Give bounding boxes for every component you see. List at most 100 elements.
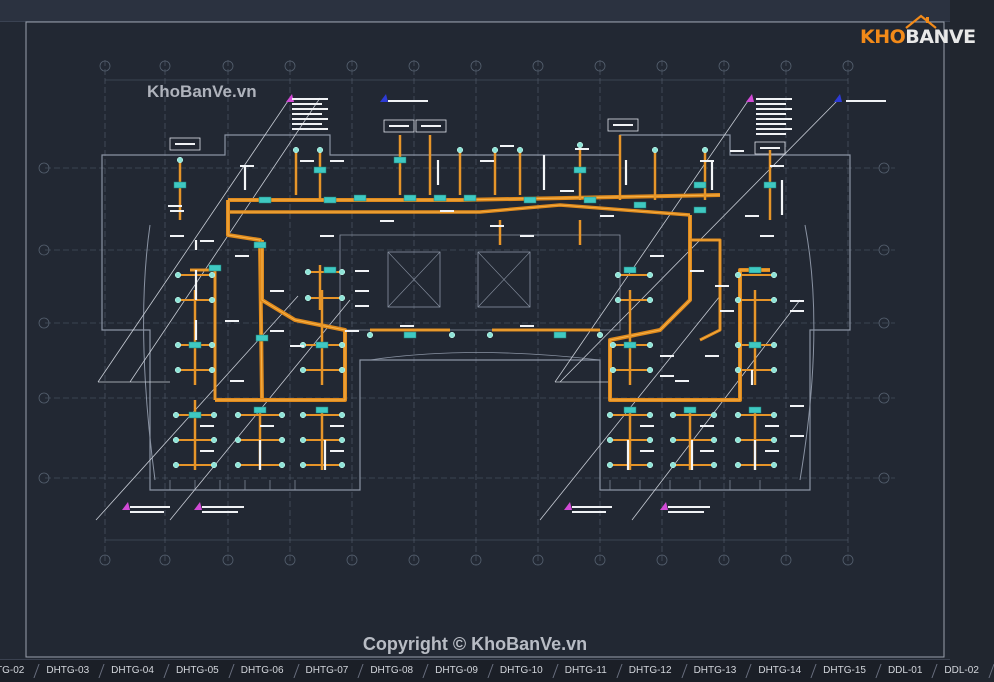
annotation-text-line (292, 103, 322, 105)
annotation-text-line (675, 380, 689, 382)
diffuser (234, 461, 242, 469)
layout-tab[interactable]: DHTG-15 (811, 660, 876, 682)
indoor-unit (433, 194, 447, 202)
section-marker (122, 502, 130, 510)
annotation-text-line (345, 330, 359, 332)
diffuser (770, 341, 778, 349)
lift-shaft (387, 251, 441, 308)
annotation-text-line (790, 310, 804, 312)
diffuser (646, 296, 654, 304)
annotation-text-line (600, 215, 614, 217)
annotation-text-line (355, 270, 369, 272)
annotation-text-line (290, 345, 304, 347)
annotation-text-line (640, 450, 654, 452)
grid-bubble (408, 60, 420, 72)
diffuser (734, 366, 742, 374)
diffuser (646, 271, 654, 279)
indoor-unit (748, 266, 762, 274)
diffuser (210, 436, 218, 444)
annotation-text-line (225, 320, 239, 322)
diffuser (651, 146, 659, 154)
diffuser (669, 411, 677, 419)
diffuser (770, 296, 778, 304)
annotation-text-line (520, 325, 534, 327)
diffuser (734, 341, 742, 349)
annotation-text-line (756, 118, 792, 120)
label-box-text (613, 124, 633, 126)
annotation-text-line (260, 425, 274, 427)
grid-bubble (718, 554, 730, 566)
layout-tab[interactable]: DHTG-03 (34, 660, 99, 682)
indoor-unit (523, 196, 537, 204)
diffuser (646, 436, 654, 444)
annotation-text-line (292, 128, 328, 130)
layout-tab[interactable]: DHTG-05 (164, 660, 229, 682)
indoor-unit (693, 206, 707, 214)
annotation-text-line (200, 425, 214, 427)
annotation-text-line (202, 511, 238, 513)
drawing-frame (25, 21, 945, 658)
curved-facade (143, 224, 156, 481)
indoor-unit (763, 181, 777, 189)
drawing-canvas[interactable]: KhoBanVe.vn KHOBANVE Copyright © KhoBanV… (0, 0, 976, 659)
layout-tab[interactable]: DHTG-06 (229, 660, 294, 682)
indoor-unit (403, 194, 417, 202)
label-box (383, 119, 415, 133)
diffuser (576, 141, 584, 149)
duct-run (690, 238, 722, 342)
duct-centerline (227, 200, 263, 401)
diffuser (278, 411, 286, 419)
layout-tab[interactable]: DHTG-07 (294, 660, 359, 682)
callout-leader (95, 295, 299, 521)
label-box-text (175, 143, 195, 145)
indoor-unit (323, 266, 337, 274)
label-box (169, 137, 201, 151)
layout-tab[interactable]: DHTG-13 (682, 660, 747, 682)
grid-bubble (99, 554, 111, 566)
grid-bubble (532, 60, 544, 72)
diffuser (596, 331, 604, 339)
layout-tab[interactable]: DHTG-12 (617, 660, 682, 682)
indoor-unit (313, 166, 327, 174)
diffuser (234, 436, 242, 444)
layout-tab[interactable]: DDL-01 (876, 660, 932, 682)
house-logo-icon (905, 14, 937, 29)
annotation-text-line (756, 108, 792, 110)
annotation-text-line (355, 290, 369, 292)
annotation-text-line (660, 355, 674, 357)
duct-centerline (215, 240, 346, 401)
layout-tab[interactable]: DHTG-11 (553, 660, 617, 682)
layout-tab[interactable]: DHTG-09 (423, 660, 488, 682)
diffuser (701, 146, 709, 154)
annotation-text-line (300, 160, 314, 162)
annotation-text-line (790, 405, 804, 407)
diffuser (366, 331, 374, 339)
duct-centerline (228, 194, 721, 201)
diffuser (448, 331, 456, 339)
diffuser (174, 341, 182, 349)
indoor-unit (403, 331, 417, 339)
indoor-unit (633, 201, 647, 209)
hvac-floor-plan (25, 21, 945, 658)
indoor-unit (323, 196, 337, 204)
diffuser (609, 366, 617, 374)
layout-tab[interactable]: DHTG-08 (358, 660, 423, 682)
annotation-text-line (320, 235, 334, 237)
layout-tab[interactable]: DHTG-14 (746, 660, 811, 682)
section-marker (660, 502, 668, 510)
annotation-text-line (790, 300, 804, 302)
annotation-text-line (380, 220, 394, 222)
annotation-text-line (330, 425, 344, 427)
annotation-text-line (270, 330, 284, 332)
grid-bubble (222, 60, 234, 72)
layout-tab[interactable]: TG-02 (0, 660, 34, 682)
layout-tab[interactable]: DHTG-10 (488, 660, 553, 682)
diffuser (734, 461, 742, 469)
annotation-text-line (292, 98, 328, 100)
indoor-unit (208, 264, 222, 272)
layout-tab[interactable]: DHTG-04 (99, 660, 164, 682)
layout-tab[interactable]: DDL-02 (932, 660, 988, 682)
annotation-text-line (700, 160, 714, 162)
annotation-text-line (760, 235, 774, 237)
grid-bubble (878, 244, 890, 256)
